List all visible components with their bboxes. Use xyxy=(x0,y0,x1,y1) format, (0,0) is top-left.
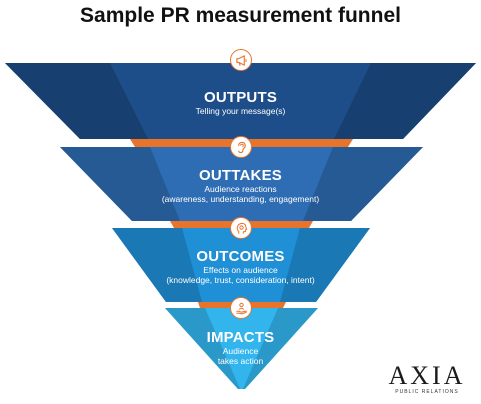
logo-name: AXIA xyxy=(388,361,466,390)
axia-logo: AXIA PUBLIC RELATIONS xyxy=(381,361,473,396)
megaphone-icon xyxy=(230,49,252,71)
tier-outcomes-label: OUTCOMES Effects on audience (knowledge,… xyxy=(0,248,481,285)
tier-impacts-desc-2: takes action xyxy=(217,356,264,366)
tier-outputs-name: OUTPUTS xyxy=(203,89,278,106)
tier-outputs-label: OUTPUTS Telling your message(s) xyxy=(0,89,481,116)
tier-outcomes-name: OUTCOMES xyxy=(196,248,285,265)
page-title: Sample PR measurement funnel xyxy=(80,4,401,27)
tier-impacts xyxy=(165,308,318,389)
tier-outcomes-desc-2: (knowledge, trust, consideration, intent… xyxy=(166,275,315,285)
tier-outputs-desc: Telling your message(s) xyxy=(195,106,286,116)
tier-outcomes-desc-1: Effects on audience xyxy=(203,265,278,275)
tier-outputs xyxy=(5,63,476,139)
logo-tagline: PUBLIC RELATIONS xyxy=(395,389,459,395)
tier-outtakes-name: OUTTAKES xyxy=(199,167,282,184)
tier-outtakes-desc-2: (awareness, understanding, engagement) xyxy=(161,194,320,204)
tier-impacts-name: IMPACTS xyxy=(206,329,275,346)
head-gear-icon xyxy=(230,217,252,239)
tier-outtakes-label: OUTTAKES Audience reactions (awareness, … xyxy=(0,167,481,204)
tier-impacts-desc-1: Audience xyxy=(222,346,259,356)
tier-impacts-label: IMPACTS Audience takes action xyxy=(0,329,481,366)
tier-outtakes-desc-1: Audience reactions xyxy=(204,184,277,194)
ear-icon xyxy=(230,136,252,158)
tier-outtakes xyxy=(60,147,423,221)
hand-person-icon xyxy=(230,297,252,319)
tier-outcomes xyxy=(112,228,370,302)
